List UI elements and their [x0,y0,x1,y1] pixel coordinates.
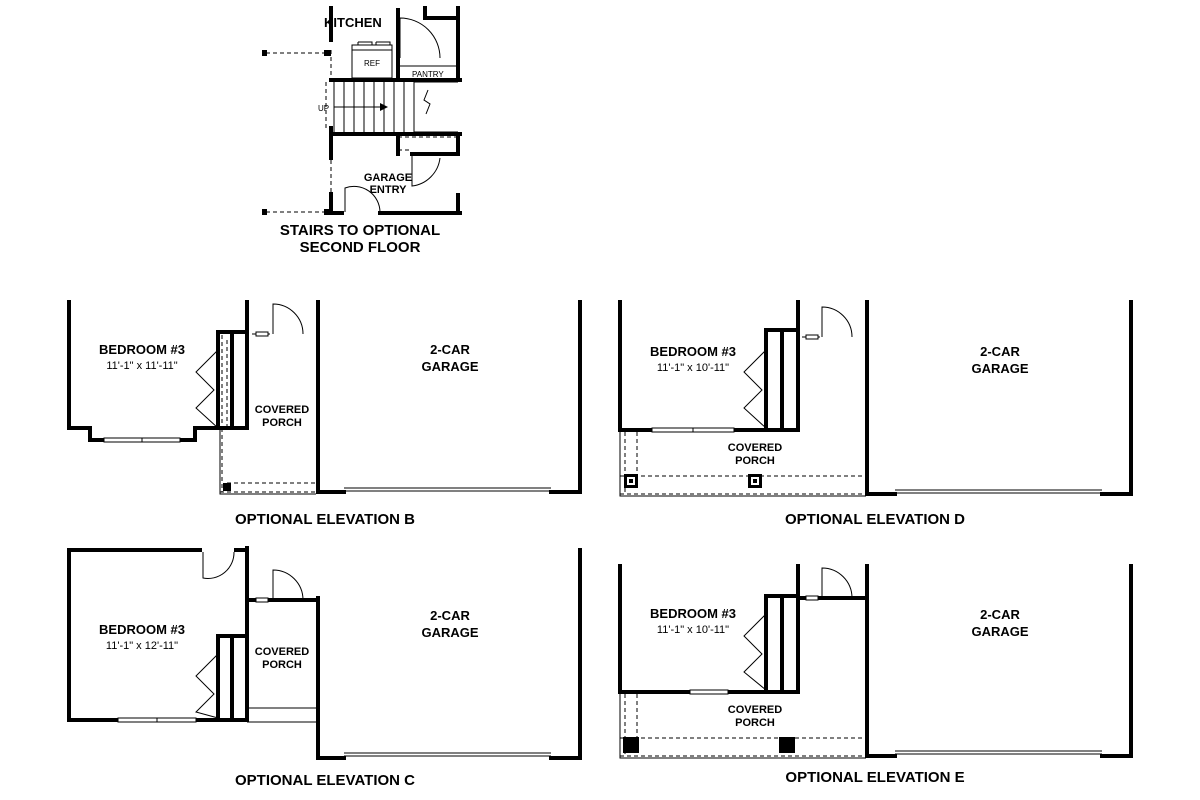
garage-label-line-2: GARAGE [971,361,1028,376]
porch-label-line-2: PORCH [735,717,775,729]
garage-entry-door-symbol [344,185,381,213]
garage-door [895,750,1102,755]
garage-label-line-1: 2-CAR [430,342,470,357]
elevation-c-plan: BEDROOM #3 11'-1" x 12'-11" COVERED PORC… [67,546,582,789]
garage-label-line-2: GARAGE [421,625,478,640]
bedroom-label: BEDROOM #3 [650,606,736,621]
porch-label-line-2: PORCH [262,417,302,429]
garage-label-line-1: 2-CAR [430,608,470,623]
bedroom-door-symbol [202,551,235,579]
porch-label-line-1: COVERED [255,646,309,658]
garage-label-line-2: GARAGE [971,624,1028,639]
garage-door [344,752,551,757]
porch-door-symbol [252,303,304,335]
porch-label-line-1: COVERED [728,704,782,716]
bedroom-dimensions: 11'-1" x 10'-11" [657,624,729,636]
bedroom-dimensions: 11'-1" x 12'-11" [106,640,178,652]
garage-label-line-1: 2-CAR [980,607,1020,622]
stairs-caption-line-2: SECOND FLOOR [300,239,421,256]
bedroom-dimensions: 11'-1" x 10'-11" [657,362,729,374]
bedroom-label: BEDROOM #3 [99,342,185,357]
stairs-up-label: UP [318,104,329,113]
bedroom-dimensions: 11'-1" x 11'-11" [106,360,177,372]
elevation-caption: OPTIONAL ELEVATION C [235,772,415,789]
kitchen-label: KITCHEN [324,15,382,30]
bedroom-label: BEDROOM #3 [99,622,185,637]
porch-label-line-2: PORCH [735,455,775,467]
garage-door [344,487,551,492]
stairs-to-second-floor-detail: KITCHEN REF PANTRY UP GARAGE ENTRY STAIR… [262,6,462,256]
garage-entry-label-line-1: GARAGE [364,172,412,184]
porch-door-symbol [802,567,853,599]
elevation-caption: OPTIONAL ELEVATION E [785,769,964,786]
garage-label-line-2: GARAGE [421,359,478,374]
pantry-door-symbol [399,17,441,59]
porch-label-line-2: PORCH [262,659,302,671]
elevation-d-plan: BEDROOM #3 11'-1" x 10'-11" COVERED PORC… [618,300,1133,528]
porch-label-line-1: COVERED [728,442,782,454]
refrigerator-label: REF [364,59,380,68]
porch-door-symbol [802,306,853,338]
garage-label-line-1: 2-CAR [980,344,1020,359]
elevation-caption: OPTIONAL ELEVATION D [785,511,965,528]
elevation-e-plan: BEDROOM #3 11'-1" x 10'-11" COVERED PORC… [618,564,1133,786]
elevation-caption: OPTIONAL ELEVATION B [235,511,415,528]
porch-label-line-1: COVERED [255,404,309,416]
garage-entry-label-line-2: ENTRY [370,184,408,196]
pantry-label: PANTRY [412,70,444,79]
closet-door-symbol [411,154,441,187]
garage-door [895,489,1102,494]
bedroom-label: BEDROOM #3 [650,344,736,359]
porch-door-symbol [252,569,304,601]
elevation-b-plan: BEDROOM #3 11'-1" x 11'-11" COVERED PORC… [67,300,582,528]
stairs-caption-line-1: STAIRS TO OPTIONAL [280,222,440,239]
